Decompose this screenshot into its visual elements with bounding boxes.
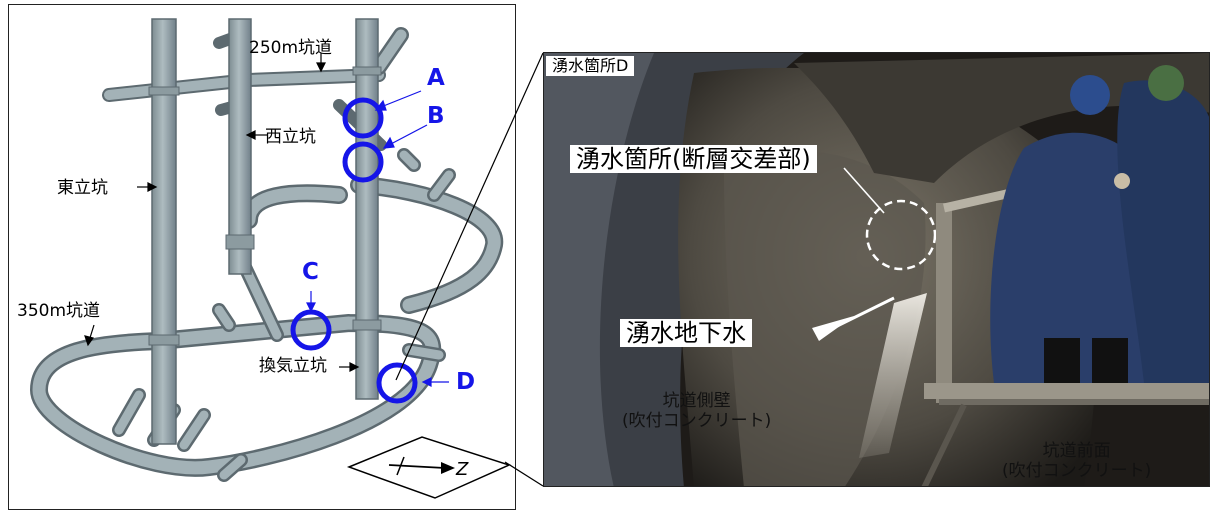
ventilation-shaft <box>356 19 378 399</box>
front-face-label: 坑道前面 (吹付コンクリート) <box>1002 441 1151 482</box>
site-label: 湧水箇所D <box>546 56 634 76</box>
ventilation-shaft-label: 換気立坑 <box>259 358 327 375</box>
front-face-line2: (吹付コンクリート) <box>1002 461 1151 481</box>
point-a-label: A <box>427 67 445 90</box>
front-face-line1: 坑道前面 <box>1002 441 1151 461</box>
compass-plane <box>349 437 509 498</box>
point-b-label: B <box>427 105 445 128</box>
side-wall-line2: (吹付コンクリート) <box>622 411 771 431</box>
spring-site-photo: 湧水箇所D 湧水箇所(断層交差部) 湧水地下水 坑道側壁 (吹付コンクリート) … <box>543 52 1210 487</box>
side-wall-line1: 坑道側壁 <box>622 391 771 411</box>
pipe-network <box>39 35 494 475</box>
point-c-label: C <box>302 261 319 284</box>
shaft-gallery-diagram: 250m坑道 西立坑 東立坑 350m坑道 換気立坑 A B C D Z <box>8 4 516 510</box>
east-shaft-label: 東立坑 <box>57 180 108 197</box>
gallery-350-label: 350m坑道 <box>17 303 100 320</box>
compass-z-label: Z <box>456 461 468 479</box>
east-shaft <box>152 19 176 444</box>
west-shaft-label: 西立坑 <box>265 129 316 146</box>
point-d-label: D <box>456 371 475 394</box>
gallery-250-label: 250m坑道 <box>249 40 332 57</box>
groundwater-label: 湧水地下水 <box>620 319 752 347</box>
fault-spring-label: 湧水箇所(断層交差部) <box>570 145 817 173</box>
side-wall-label: 坑道側壁 (吹付コンクリート) <box>622 391 771 432</box>
